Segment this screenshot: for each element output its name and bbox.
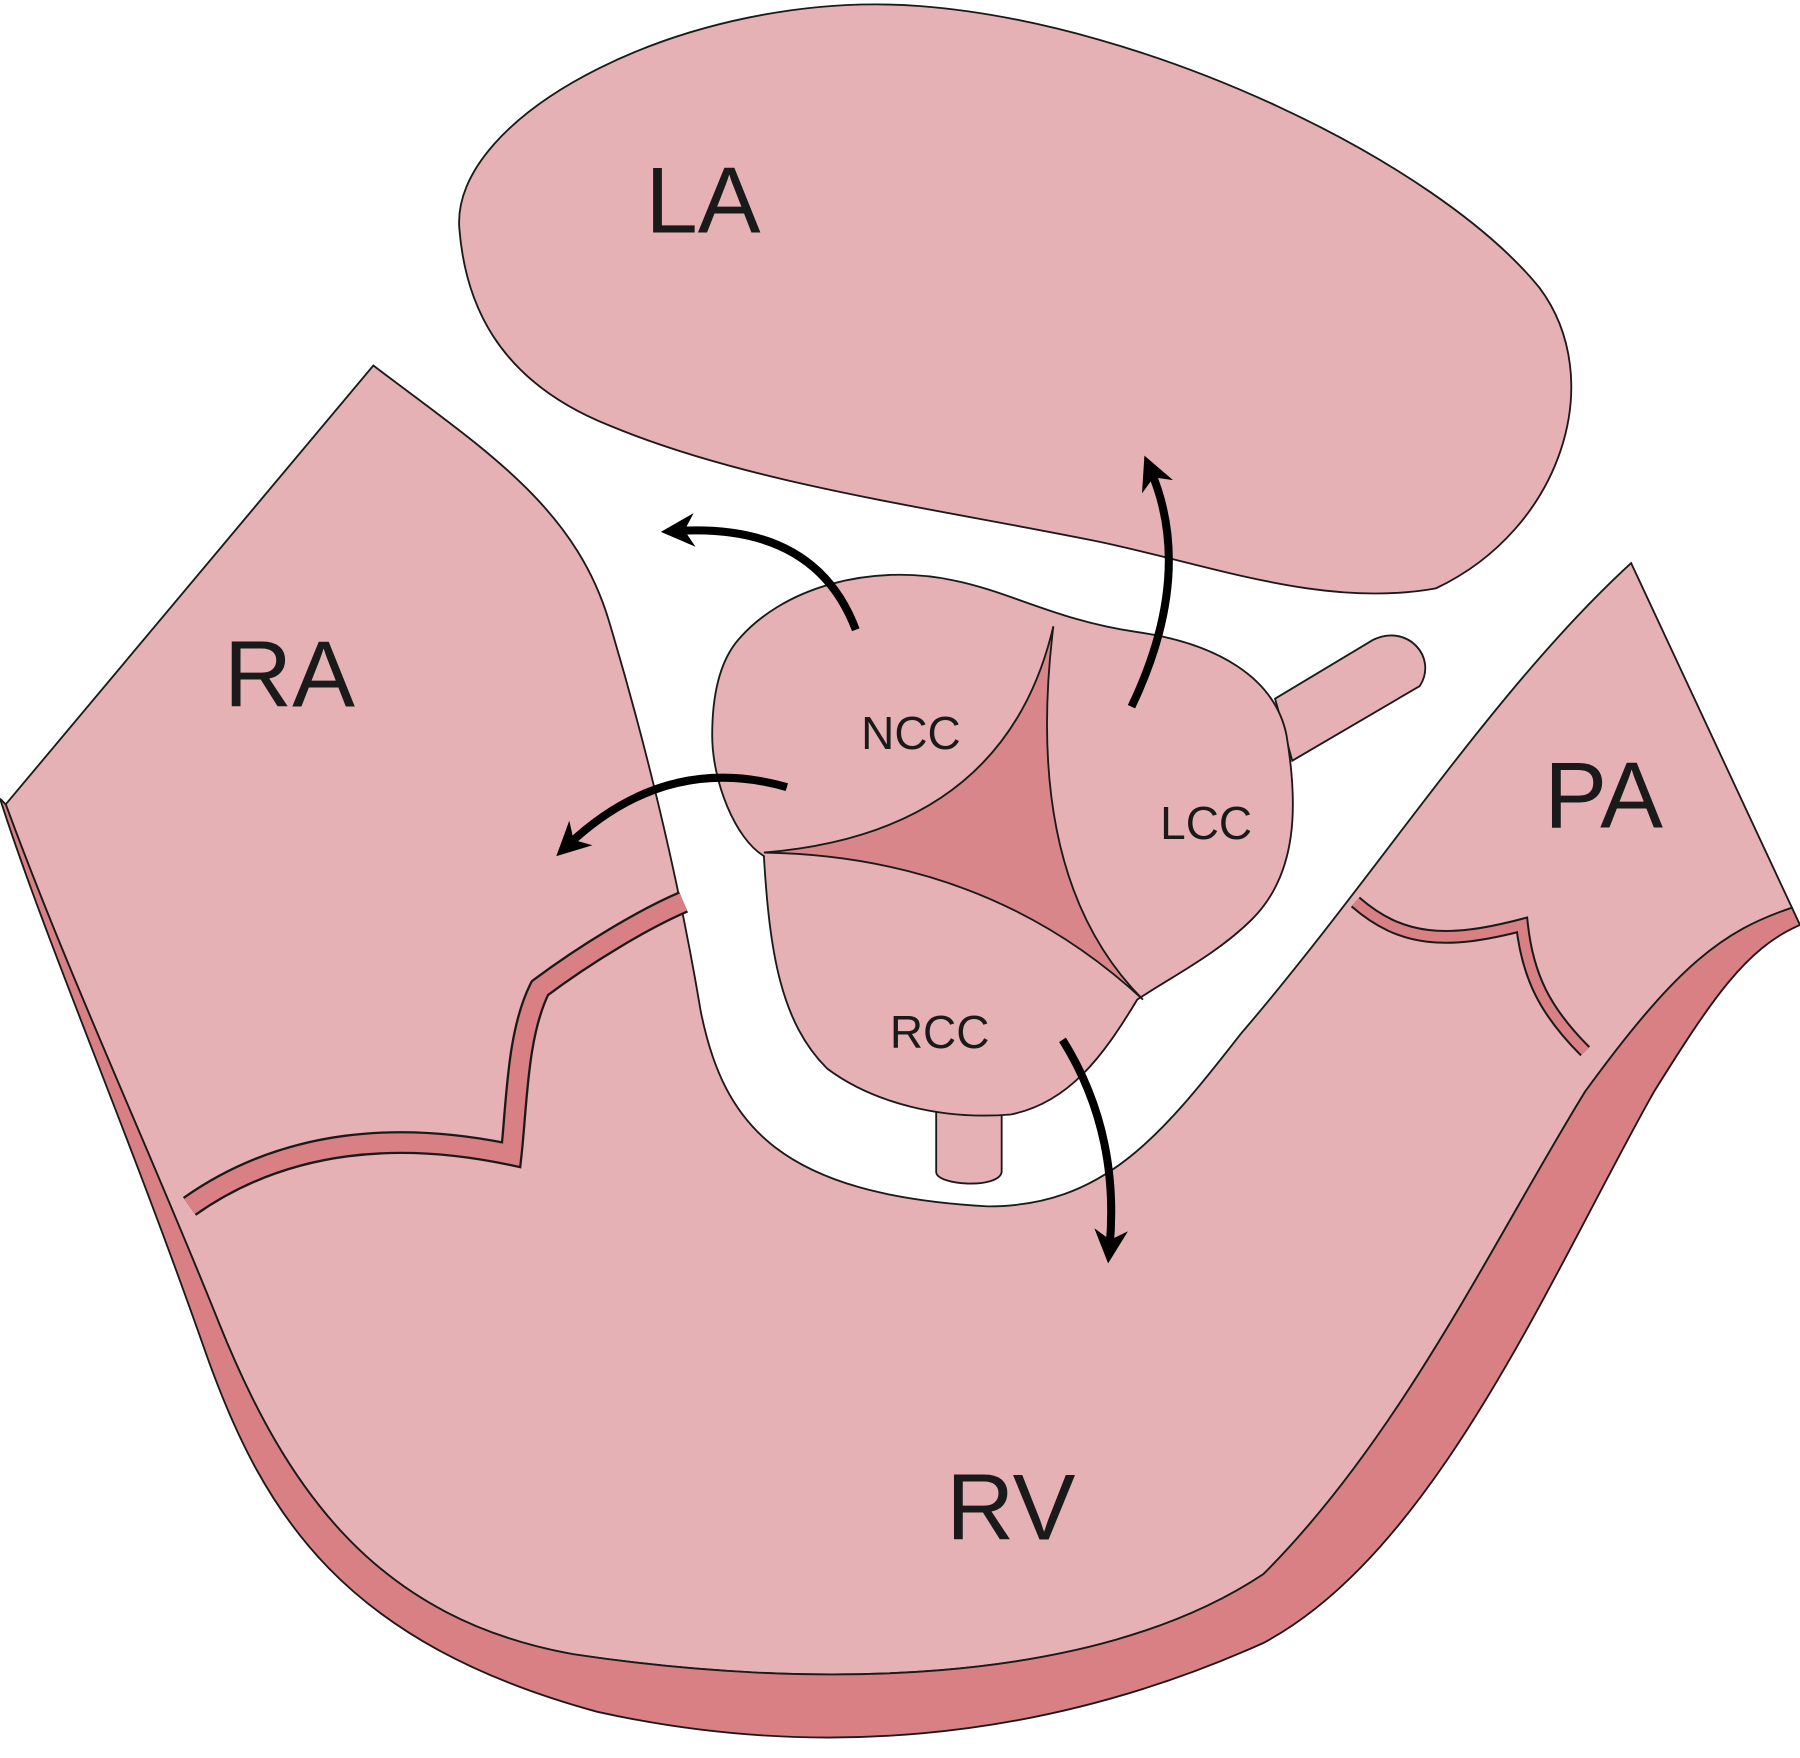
tricuspid-valve (184, 893, 688, 1214)
left-coronary-artery (1273, 634, 1427, 763)
commissure-center (763, 626, 1144, 1001)
label-la: LA (645, 147, 760, 252)
label-rv: RV (946, 1454, 1075, 1559)
label-ra: RA (224, 622, 355, 727)
left-atrium (458, 3, 1573, 595)
label-lcc: LCC (1160, 797, 1252, 849)
arrow-to-ra-upper (660, 513, 860, 632)
arrow-to-la (1127, 455, 1174, 709)
arrow-to-rv (1059, 1037, 1128, 1264)
label-pa: PA (1544, 742, 1663, 847)
pulmonary-valve (1352, 898, 1589, 1055)
label-rcc: RCC (890, 1006, 990, 1058)
label-ncc: NCC (861, 707, 961, 759)
arrow-to-ra-lower (556, 773, 788, 857)
